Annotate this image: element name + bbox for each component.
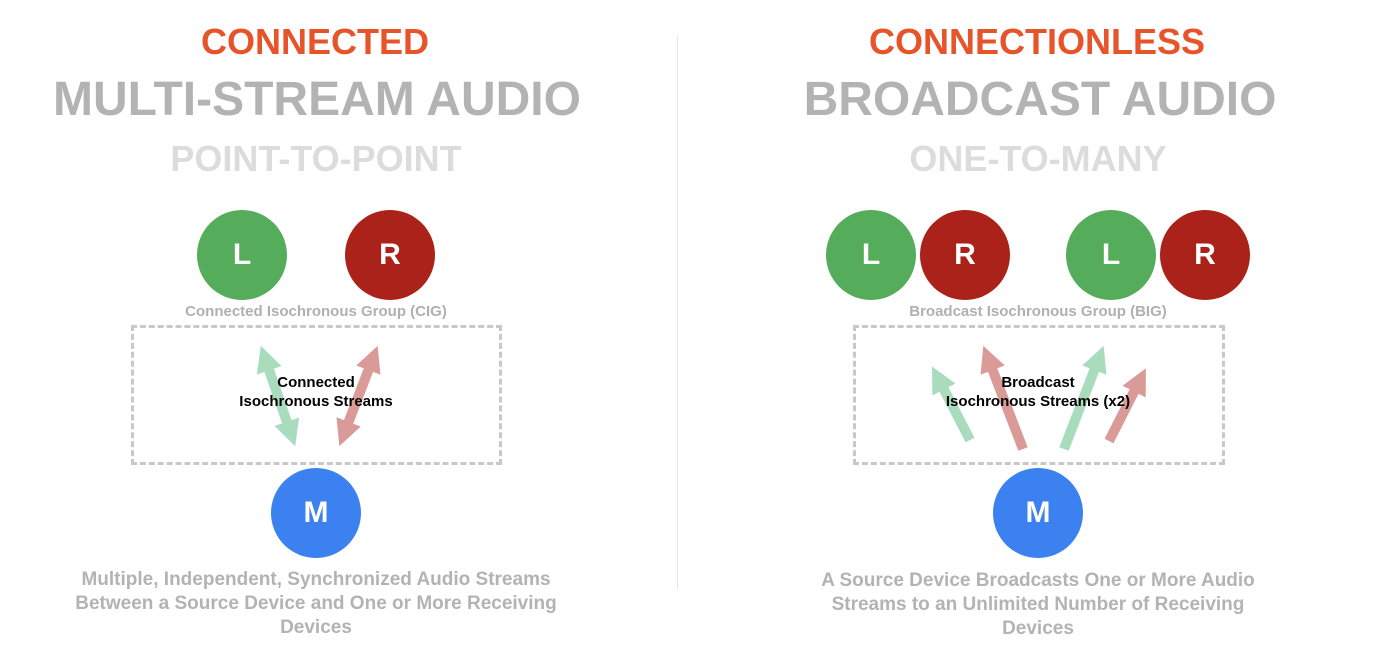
broadcast-right-arrow-1 bbox=[980, 345, 1028, 451]
left-device-circle: L bbox=[197, 210, 287, 300]
connected-description-line-3: Devices bbox=[280, 617, 352, 638]
cis-label-line-1: Connected bbox=[277, 374, 355, 391]
bis-label-line-2: Isochronous Streams (x2) bbox=[945, 393, 1131, 410]
cis-label-line-2: Isochronous Streams bbox=[239, 393, 393, 410]
connected-description: Multiple, Independent, Synchronized Audi… bbox=[75, 568, 557, 640]
connected-description-line-2: Between a Source Device and One or More … bbox=[75, 593, 557, 614]
connectionless-description-line-3: Devices bbox=[1002, 618, 1074, 639]
left-stream-arrow bbox=[256, 345, 300, 447]
left-device-circle-1: L bbox=[826, 210, 916, 300]
connectionless-title: BROADCAST AUDIO bbox=[803, 73, 1277, 126]
bis-label: Broadcast Isochronous Streams (x2) bbox=[946, 373, 1130, 411]
cig-label: Connected Isochronous Group (CIG) bbox=[185, 303, 447, 320]
broadcast-right-arrow-2 bbox=[1104, 368, 1146, 444]
broadcast-left-arrow-2 bbox=[1059, 345, 1107, 451]
broadcast-left-arrow-1 bbox=[932, 366, 975, 443]
connectionless-description-line-1: A Source Device Broadcasts One or More A… bbox=[821, 570, 1255, 591]
big-label: Broadcast Isochronous Group (BIG) bbox=[909, 303, 1167, 320]
connectionless-description-line-2: Streams to an Unlimited Number of Receiv… bbox=[831, 594, 1245, 615]
source-device-circle: M bbox=[271, 468, 361, 558]
right-device-circle: R bbox=[345, 210, 435, 300]
big-box bbox=[853, 325, 1225, 465]
connectionless-description: A Source Device Broadcasts One or More A… bbox=[821, 569, 1255, 641]
connected-kicker: CONNECTED bbox=[200, 21, 430, 62]
bis-label-line-1: Broadcast bbox=[1001, 374, 1075, 391]
connectionless-kicker: CONNECTIONLESS bbox=[868, 21, 1206, 62]
panel-divider bbox=[677, 35, 678, 590]
connected-title: MULTI-STREAM AUDIO bbox=[53, 73, 581, 126]
connectionless-subtitle: ONE-TO-MANY bbox=[909, 138, 1167, 179]
connected-subtitle: POINT-TO-POINT bbox=[170, 138, 462, 179]
right-device-circle-1: R bbox=[920, 210, 1010, 300]
cig-box bbox=[131, 325, 502, 465]
right-stream-arrow bbox=[336, 345, 381, 447]
left-device-circle-2: L bbox=[1066, 210, 1156, 300]
connected-description-line-1: Multiple, Independent, Synchronized Audi… bbox=[81, 569, 551, 590]
cis-label: Connected Isochronous Streams bbox=[239, 373, 392, 411]
right-device-circle-2: R bbox=[1160, 210, 1250, 300]
broadcast-source-circle: M bbox=[993, 468, 1083, 558]
